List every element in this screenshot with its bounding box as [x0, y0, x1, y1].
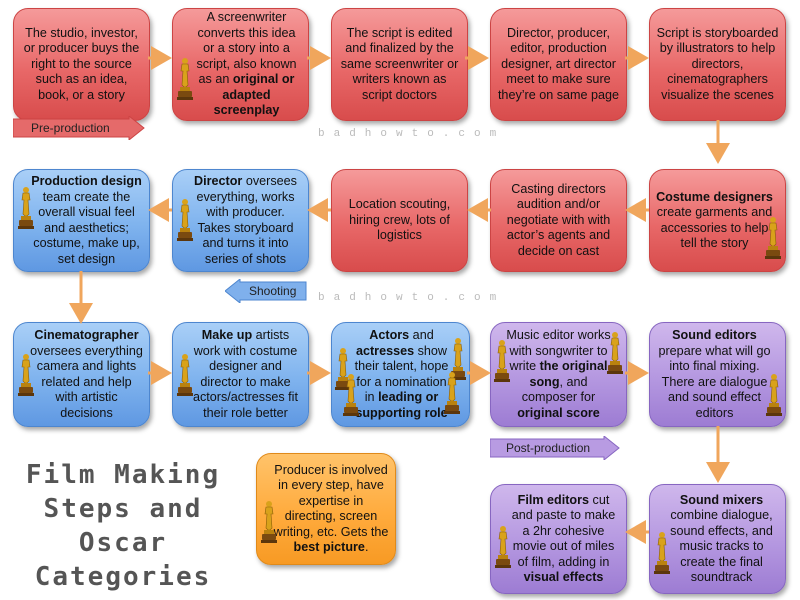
- oscar-statuette-icon: [176, 198, 194, 247]
- oscar-statuette-icon: [765, 373, 783, 422]
- step-storyboard: Script is storyboarded by illustrators t…: [649, 8, 786, 121]
- oscar-statuette-icon: [443, 371, 461, 420]
- step-text: Casting directors audition and/or negoti…: [506, 181, 611, 258]
- phase-arrow-left: [225, 279, 307, 303]
- step-production-design: Production design team create the overal…: [13, 169, 150, 272]
- phase-label: Post-production: [506, 441, 591, 455]
- step-sound-editors: Sound editors prepare what will go into …: [649, 322, 786, 427]
- title-line: Film Making: [25, 460, 221, 490]
- step-director: Director oversees everything, works with…: [172, 169, 309, 272]
- oscar-statuette-icon: [176, 57, 194, 106]
- title-line: Categories: [34, 562, 212, 592]
- step-text: Location scouting, hiring crew, lots of …: [348, 197, 451, 243]
- step-text: Script is storyboarded by illustrators t…: [656, 25, 779, 102]
- step-text: A screenwriter converts this idea or a s…: [196, 10, 297, 118]
- diagram-title: Film Making Steps and Oscar Categories: [8, 458, 238, 594]
- step-cinematographer: Cinematographer oversees everything came…: [13, 322, 150, 427]
- oscar-statuette-icon: [606, 331, 624, 380]
- step-actors: Actors and actresses show their talent, …: [331, 322, 470, 427]
- step-text: Producer is involved in every step, have…: [273, 462, 389, 555]
- oscar-statuette-icon: [17, 186, 35, 235]
- step-text: Sound mixers combine dialogue, sound eff…: [670, 492, 773, 585]
- oscar-statuette-icon: [342, 373, 360, 422]
- step-text: Make up artists work with costume design…: [193, 328, 298, 420]
- step-makeup: Make up artists work with costume design…: [172, 322, 309, 427]
- oscar-statuette-icon: [260, 500, 278, 549]
- oscar-statuette-icon: [176, 353, 194, 402]
- step-logistics: Location scouting, hiring crew, lots of …: [331, 169, 468, 272]
- step-text: Film editors cut and paste to make a 2hr…: [511, 492, 616, 585]
- step-text: Music editor works with songwriter to wr…: [506, 328, 611, 420]
- phase-preproduction: Pre-production: [13, 116, 145, 140]
- step-text: Actors and actresses show their talent, …: [354, 328, 449, 420]
- step-text: Sound editors prepare what will go into …: [658, 328, 771, 420]
- watermark: badhowto.com: [318, 128, 506, 140]
- phase-arrow-right: [13, 116, 145, 140]
- oscar-statuette-icon: [17, 353, 35, 402]
- phase-label: Pre-production: [31, 121, 110, 135]
- title-line: Steps and: [43, 494, 203, 524]
- step-text: Production design team create the overal…: [31, 174, 142, 266]
- step-costume: Costume designers create garments and ac…: [649, 169, 786, 272]
- phase-arrow-right: [490, 436, 620, 460]
- step-text: The studio, investor, or producer buys t…: [23, 25, 140, 102]
- phase-postproduction: Post-production: [490, 436, 620, 460]
- oscar-statuette-icon: [494, 525, 512, 574]
- step-text: Cinematographer oversees everything came…: [30, 328, 143, 420]
- title-line: Oscar: [78, 528, 168, 558]
- oscar-statuette-icon: [653, 531, 671, 580]
- step-film-editors: Film editors cut and paste to make a 2hr…: [490, 484, 627, 594]
- producer-note: Producer is involved in every step, have…: [256, 453, 396, 565]
- step-text: Director, producer, editor, production d…: [497, 25, 620, 102]
- oscar-statuette-icon: [334, 347, 352, 396]
- step-screenplay: A screenwriter converts this idea or a s…: [172, 8, 309, 121]
- step-music: Music editor works with songwriter to wr…: [490, 322, 627, 427]
- step-buy-rights: The studio, investor, or producer buys t…: [13, 8, 150, 121]
- phase-shooting: Shooting: [225, 279, 307, 303]
- step-casting: Casting directors audition and/or negoti…: [490, 169, 627, 272]
- step-text: Costume designers create garments and ac…: [656, 189, 773, 251]
- flow-connectors: [69, 46, 730, 544]
- oscar-statuette-icon: [449, 337, 467, 386]
- step-text: The script is edited and finalized by th…: [340, 25, 459, 102]
- step-text: Director oversees everything, works with…: [194, 174, 297, 266]
- oscar-statuette-icon: [493, 339, 511, 388]
- step-script-edit: The script is edited and finalized by th…: [331, 8, 468, 121]
- watermark: badhowto.com: [318, 292, 506, 304]
- step-sound-mixers: Sound mixers combine dialogue, sound eff…: [649, 484, 786, 594]
- oscar-statuette-icon: [764, 216, 782, 265]
- phase-label: Shooting: [249, 284, 297, 298]
- step-meeting: Director, producer, editor, production d…: [490, 8, 627, 121]
